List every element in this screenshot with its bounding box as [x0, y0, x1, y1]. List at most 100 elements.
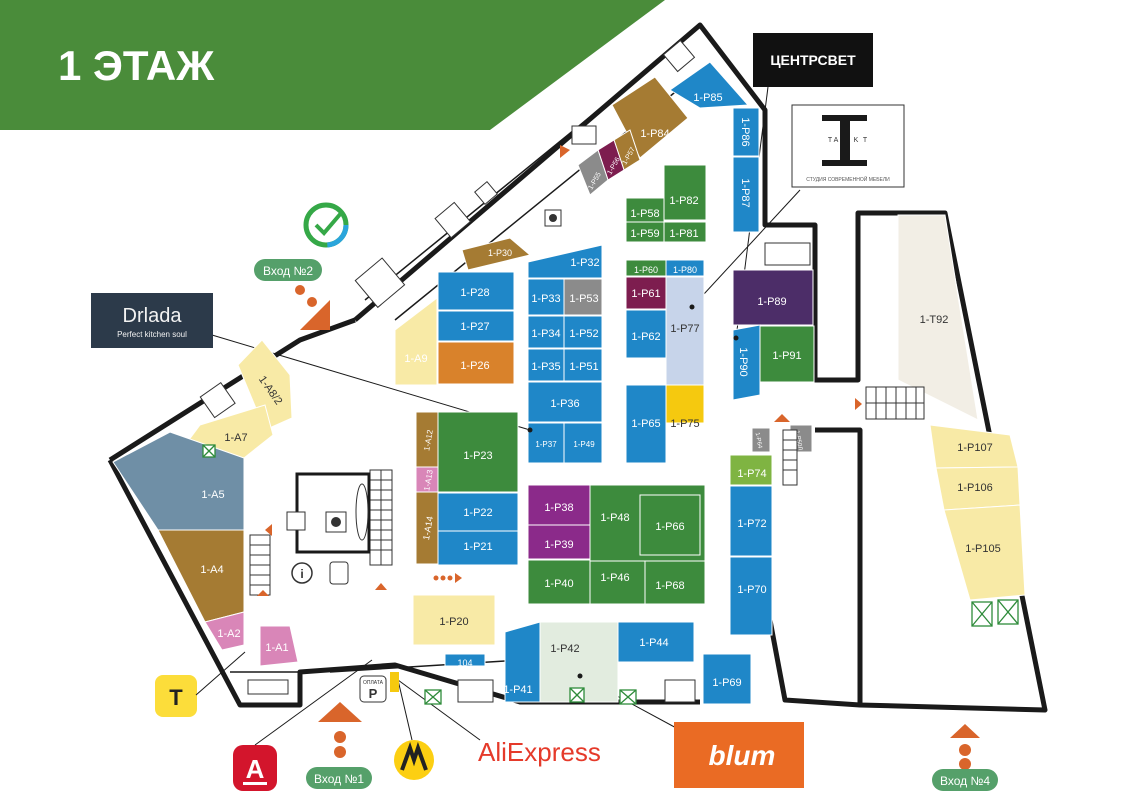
shop-area[interactable] [437, 341, 515, 385]
shop-area[interactable] [669, 61, 750, 109]
shop-1-p64[interactable]: 1-P64 [751, 427, 771, 453]
shop-1-p105[interactable]: 1-P105 [943, 504, 1026, 601]
shop-1-p35[interactable]: 1-P35 [527, 348, 565, 382]
shop-area[interactable] [444, 653, 486, 667]
shop-area[interactable] [639, 494, 701, 556]
shop-1-p39[interactable]: 1-P39 [527, 524, 591, 560]
info-icon[interactable] [291, 562, 313, 584]
shop-area[interactable] [577, 149, 609, 196]
shop-1-a2[interactable]: 1-A2 [204, 611, 245, 651]
shop-1-p66[interactable]: 1-P66 [639, 494, 701, 556]
shop-area[interactable] [563, 348, 603, 382]
shop-area[interactable] [625, 197, 665, 223]
shop-area[interactable] [563, 315, 603, 349]
shop-1-a14[interactable]: 1-A14 [415, 491, 439, 565]
shop-1-p62[interactable]: 1-P62 [625, 309, 667, 359]
shop-1-p30[interactable]: 1-P30 [461, 237, 532, 271]
shop-area[interactable] [437, 310, 515, 342]
shop-area[interactable] [897, 214, 979, 421]
shop-area[interactable] [751, 427, 771, 453]
shop-area[interactable] [625, 384, 667, 464]
shop-area[interactable] [527, 381, 603, 423]
shop-area[interactable] [732, 156, 760, 233]
shop-1-p58[interactable]: 1-P58 [625, 197, 665, 223]
shop-1-p107[interactable]: 1-P107 [929, 424, 1019, 469]
shop-area[interactable] [437, 411, 519, 493]
shop-area[interactable] [259, 625, 299, 667]
shop-1-p23[interactable]: 1-P23 [437, 411, 519, 493]
shop-1-p72[interactable]: 1-P72 [729, 485, 773, 557]
shop-1-p53[interactable]: 1-P53 [563, 278, 603, 316]
shop-area[interactable] [394, 296, 438, 386]
shop-1-p80[interactable]: 1-P80 [665, 259, 705, 277]
shop-1-p90[interactable]: 1-P90 [732, 324, 761, 401]
shop-1-p86[interactable]: 1-P86 [732, 107, 760, 157]
blum-logo[interactable]: blum [674, 722, 804, 788]
shop-area[interactable] [437, 492, 519, 532]
shop-area[interactable] [665, 276, 705, 386]
takt-logo[interactable]: T A K T СТУДИЯ СОВРЕМЕННОЙ МЕБЕЛИ [791, 104, 905, 188]
shop-1-p75[interactable]: 1-P75 [665, 384, 705, 430]
shop-104[interactable]: 104 [444, 653, 486, 668]
shop-area[interactable] [732, 269, 814, 326]
shop-1-a13[interactable]: 1-A13 [415, 466, 439, 493]
shop-area[interactable] [589, 560, 646, 605]
shop-area[interactable] [527, 244, 603, 279]
shop-1-a9[interactable]: 1-A9 [394, 296, 438, 386]
drlada-logo[interactable]: Drlada Perfect kitchen soul [91, 293, 213, 348]
shop-1-p61[interactable]: 1-P61 [625, 276, 667, 310]
shop-area[interactable] [527, 315, 565, 349]
shop-1-p69[interactable]: 1-P69 [702, 653, 752, 705]
shop-1-a1[interactable]: 1-A1 [259, 625, 299, 667]
shop-1-p82[interactable]: 1-P82 [663, 164, 707, 221]
centrsvet-logo[interactable]: ЦЕНТРСВЕТ [753, 33, 873, 87]
shop-1-p33[interactable]: 1-P33 [527, 278, 565, 316]
parking-payment[interactable]: ОПЛАТА P [359, 672, 399, 703]
entrance-marker-4[interactable]: Вход №4 [932, 724, 998, 791]
shop-1-a8-2[interactable]: 1-A8/2 [237, 339, 293, 431]
shop-area[interactable] [461, 237, 532, 271]
shop-area[interactable] [437, 530, 519, 566]
aliexpress-logo[interactable]: AliExpress [478, 737, 601, 767]
shop-1-p49[interactable]: 1-P49 [563, 422, 603, 464]
shop-area[interactable] [729, 485, 773, 557]
shop-area[interactable] [732, 107, 760, 157]
shop-area[interactable] [504, 621, 541, 703]
entrance-marker-1[interactable]: Вход №1 [306, 702, 372, 789]
shop-1-p40[interactable]: 1-P40 [527, 559, 591, 605]
shop-area[interactable] [615, 621, 695, 663]
shop-area[interactable] [665, 259, 705, 277]
shop-1-p22[interactable]: 1-P22 [437, 492, 519, 532]
shop-area[interactable] [943, 504, 1026, 601]
shop-1-p34[interactable]: 1-P34 [527, 315, 565, 349]
tinkoff-logo[interactable]: T [155, 651, 246, 717]
shop-1-p21[interactable]: 1-P21 [437, 530, 519, 566]
alfa-bank-logo[interactable]: A [233, 659, 373, 791]
shop-1-p36[interactable]: 1-P36 [527, 381, 603, 423]
shop-area[interactable] [527, 348, 565, 382]
shop-area[interactable] [644, 560, 706, 605]
yandex-market-logo[interactable] [394, 740, 434, 780]
shop-area[interactable] [563, 278, 603, 316]
shop-1-p52[interactable]: 1-P52 [563, 315, 603, 349]
shop-area[interactable] [732, 324, 761, 401]
shop-area[interactable] [729, 556, 773, 636]
shop-1-p68[interactable]: 1-P68 [644, 560, 706, 605]
shop-area[interactable] [563, 422, 603, 464]
shop-area[interactable] [527, 524, 591, 560]
shop-1-p60[interactable]: 1-P60 [625, 259, 667, 277]
shop-area[interactable] [204, 611, 245, 651]
shop-1-a12[interactable]: 1-A12 [415, 411, 439, 468]
shop-area[interactable] [665, 384, 705, 424]
shop-1-p81[interactable]: 1-P81 [663, 221, 707, 243]
shop-1-p57[interactable]: 1-P57 [613, 129, 641, 171]
shop-1-p59[interactable]: 1-P59 [625, 221, 665, 243]
shop-1-p37[interactable]: 1-P37 [527, 422, 565, 464]
shop-area[interactable] [759, 325, 815, 383]
shop-area[interactable] [729, 454, 773, 486]
shop-1-p74[interactable]: 1-P74 [729, 454, 773, 486]
shop-area[interactable] [663, 221, 707, 243]
shop-1-p89[interactable]: 1-P89 [732, 269, 814, 326]
shop-1-p55[interactable]: 1-P55 [577, 149, 609, 196]
shop-area[interactable] [412, 594, 496, 646]
